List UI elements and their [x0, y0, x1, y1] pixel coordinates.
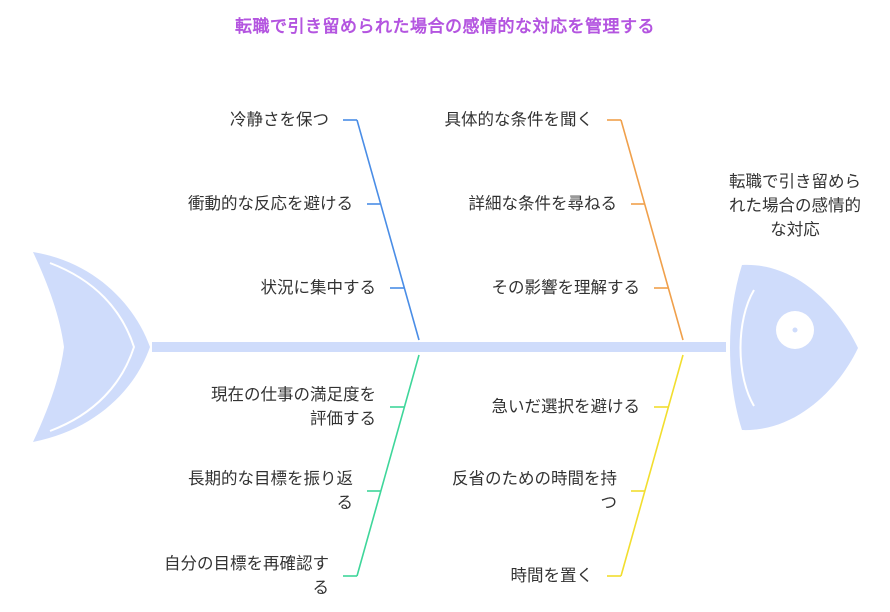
fish-tail-highlight — [49, 262, 136, 432]
fish-head-gill — [739, 289, 755, 407]
cause-take-time: 時間を置く — [510, 566, 594, 585]
label-line: 現在の仕事の満足度を — [211, 385, 376, 404]
label-line: 自分の目標を再確認す — [164, 554, 329, 573]
cause-keep-calm: 冷静さを保つ — [230, 110, 329, 129]
head-label-line: れた場合の感情的 — [729, 196, 861, 215]
cause-focus-situation: 状況に集中する — [260, 278, 377, 297]
branch-top-left — [343, 119, 420, 341]
cause-reflect-goals: 長期的な目標を振り返 る — [188, 467, 353, 515]
cause-avoid-hasty: 急いだ選択を避ける — [491, 397, 641, 416]
label-line: つ — [600, 493, 618, 512]
cause-detail-conditions: 詳細な条件を尋ねる — [468, 194, 618, 213]
branch-top-right — [607, 119, 684, 341]
cause-time-reflect: 反省のための時間を持 つ — [452, 467, 617, 515]
head-label-line: 転職で引き留めら — [729, 172, 861, 191]
diagram-title: 転職で引き留められた場合の感情的な対応を管理する — [235, 17, 655, 37]
branch-bottom-right — [607, 354, 684, 577]
label-line: 反省のための時間を持 — [452, 469, 617, 488]
cause-avoid-impulsive: 衝動的な反応を避ける — [188, 194, 353, 213]
label-line: 長期的な目標を振り返 — [188, 469, 353, 488]
cause-understand-impact: その影響を理解する — [491, 278, 641, 297]
cause-ask-conditions: 具体的な条件を聞く — [444, 110, 594, 129]
fish-pupil — [792, 327, 798, 333]
cause-reconfirm-goals: 自分の目標を再確認す る — [164, 552, 329, 600]
label-line: る — [336, 493, 354, 512]
fish-tail — [33, 252, 150, 442]
head-label: 転職で引き留めら れた場合の感情的 な対応 — [700, 170, 890, 242]
label-line: る — [312, 578, 330, 597]
head-label-line: な対応 — [770, 220, 820, 239]
branch-bottom-left — [343, 354, 420, 577]
cause-evaluate-satisfaction: 現在の仕事の満足度を 評価する — [211, 383, 376, 431]
fish-spine — [152, 342, 726, 352]
label-line: 評価する — [310, 409, 376, 428]
